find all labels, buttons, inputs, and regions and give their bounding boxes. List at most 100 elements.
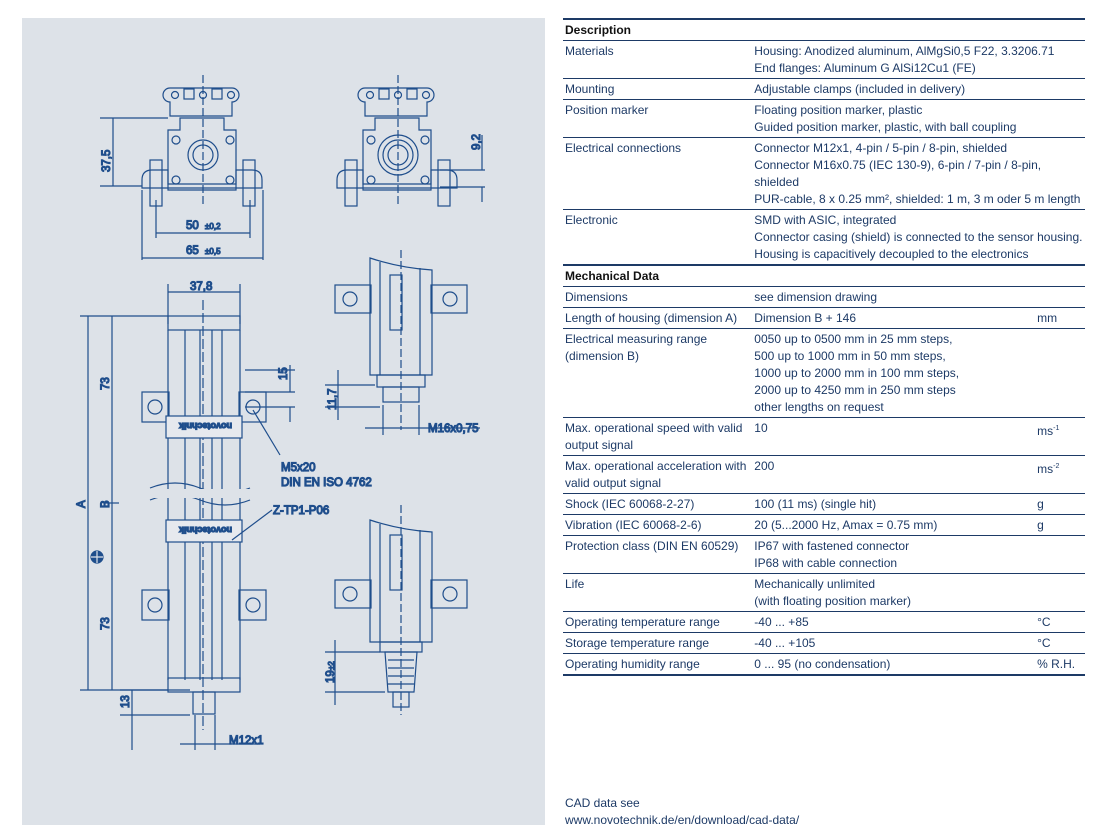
row-label: Life (563, 573, 753, 612)
cad-data-label: CAD data see (565, 796, 640, 810)
row-unit (1035, 573, 1085, 612)
value-line: PUR-cable, 8 x 0.25 mm², shielded: 1 m, … (754, 192, 1081, 206)
row-value: -40 ... +105 (752, 632, 1036, 654)
value-line: Dimension B + 146 (754, 311, 857, 325)
row-value: 0 ... 95 (no condensation) (752, 653, 1036, 676)
value-line: other lengths on request (754, 400, 884, 414)
value-line: IP68 with cable connection (754, 556, 898, 570)
cad-data-link[interactable]: www.novotechnik.de/en/download/cad-data/ (565, 813, 800, 827)
dim-19-tolerance: ±2 (327, 661, 336, 670)
unit-text: g (1037, 518, 1044, 532)
position-marker-label: Z-TP1-P06 (273, 505, 329, 517)
unit-text: g (1037, 497, 1044, 511)
value-line: Connector M16x0.75 (IEC 130-9), 6-pin / … (754, 158, 1042, 189)
unit-text: mm (1037, 311, 1058, 325)
row-label: Operating humidity range (563, 653, 753, 676)
unit-text: ms (1037, 424, 1054, 438)
value-line: Guided position marker, plastic, with ba… (754, 120, 1017, 134)
value-line: Housing: Anodized aluminum, AlMgSi0,5 F2… (754, 44, 1055, 58)
row-label: Shock (IEC 60068-2-27) (563, 493, 753, 515)
dim-9-2-label: 9,2 (471, 134, 483, 150)
value-line: 500 up to 1000 mm in 50 mm steps, (754, 349, 946, 363)
row-label: Materials (563, 40, 753, 79)
row-value: Housing: Anodized aluminum, AlMgSi0,5 F2… (752, 40, 1085, 79)
row-unit (1035, 535, 1085, 574)
value-line: (with floating position marker) (754, 594, 912, 608)
row-label: Max. operational speed with valid output… (563, 417, 753, 456)
end-view-m16 (336, 75, 485, 207)
row-unit: g (1035, 514, 1085, 536)
value-line: -40 ... +105 (754, 636, 816, 650)
value-line: 1000 up to 2000 mm in 100 mm steps, (754, 366, 960, 380)
table-row: Vibration (IEC 60068-2-6)20 (5...2000 Hz… (563, 514, 1085, 536)
row-unit: g (1035, 493, 1085, 515)
row-value: -40 ... +85 (752, 611, 1036, 633)
brand-logo-text: novotechnik (178, 421, 232, 431)
dim-a-label: A (76, 500, 88, 508)
cad-data-note: CAD data see www.novotechnik.de/en/downl… (565, 795, 799, 829)
brand-logo-text: novotechnik (178, 525, 232, 535)
table-row: Electrical measuring range (dimension B)… (563, 328, 1085, 418)
value-line: End flanges: Aluminum G AlSi12Cu1 (FE) (754, 61, 976, 75)
unit-text: °C (1037, 636, 1051, 650)
dim-19-label: 19 (325, 670, 337, 683)
value-line: 20 (5...2000 Hz, Amax = 0.75 mm) (754, 518, 938, 532)
row-unit: mm (1035, 307, 1085, 329)
unit-exponent: -2 (1053, 463, 1060, 470)
row-label: Electrical measuring range (dimension B) (563, 328, 753, 418)
table-row: Protection class (DIN EN 60529)IP67 with… (563, 535, 1085, 574)
row-unit: % R.H. (1035, 653, 1085, 676)
row-value: 10 (752, 417, 1036, 456)
row-label: Length of housing (dimension A) (563, 307, 753, 329)
row-label: Vibration (IEC 60068-2-6) (563, 514, 753, 536)
value-line: 2000 up to 4250 mm in 250 mm steps (754, 383, 956, 397)
dim-b-label: B (100, 500, 112, 508)
value-line: Floating position marker, plastic (754, 103, 923, 117)
row-value: 0050 up to 0500 mm in 25 mm steps, 500 up… (752, 328, 1036, 418)
row-value: 100 (11 ms) (single hit) (752, 493, 1036, 515)
thread-m12-label: M12x1 (229, 735, 264, 747)
dim-37-8-label: 37,8 (190, 281, 212, 293)
row-unit: ms-2 (1035, 455, 1085, 494)
dim-13-label: 13 (120, 695, 132, 708)
cable-version-view (325, 505, 468, 715)
dim-65-label: 65 (186, 245, 199, 257)
unit-text: °C (1037, 615, 1051, 629)
value-line: 0050 up to 0500 mm in 25 mm steps, (754, 332, 953, 346)
dim-73-bottom-label: 73 (100, 617, 112, 630)
value-line: 200 (754, 459, 775, 473)
value-line: Mechanically unlimited (754, 577, 876, 591)
unit-text: ms (1037, 462, 1054, 476)
dim-73-top-label: 73 (100, 377, 112, 390)
table-row: Length of housing (dimension A)Dimension… (563, 307, 1085, 329)
dim-50-label: 50 (186, 220, 199, 232)
section-header-mechanical: Mechanical Data (563, 264, 1085, 287)
dim-65-tolerance: ±0,5 (205, 247, 221, 256)
value-line: Connector casing (shield) is connected t… (754, 230, 1083, 244)
value-line: IP67 with fastened connector (754, 539, 910, 553)
row-value: Mechanically unlimited (with floating pos… (752, 573, 1036, 612)
row-unit (1035, 286, 1085, 308)
value-line: Housing is capacitively decoupled to the… (754, 247, 1029, 261)
row-value: Dimension B + 146 (752, 307, 1036, 329)
row-unit: °C (1035, 632, 1085, 654)
table-row: Operating temperature range-40 ... +85°C (563, 611, 1085, 633)
row-label: Protection class (DIN EN 60529) (563, 535, 753, 574)
section-header-description: Description (563, 18, 1085, 41)
row-value: Adjustable clamps (included in delivery) (752, 78, 1085, 100)
table-row: Storage temperature range-40 ... +105°C (563, 632, 1085, 654)
row-label: Max. operational acceleration with valid… (563, 455, 753, 494)
dim-15-label: 15 (278, 367, 290, 380)
value-line: see dimension drawing (754, 290, 878, 304)
section-heading: Description (563, 18, 1085, 41)
value-line: 10 (754, 421, 768, 435)
value-line: 100 (11 ms) (single hit) (754, 497, 877, 511)
